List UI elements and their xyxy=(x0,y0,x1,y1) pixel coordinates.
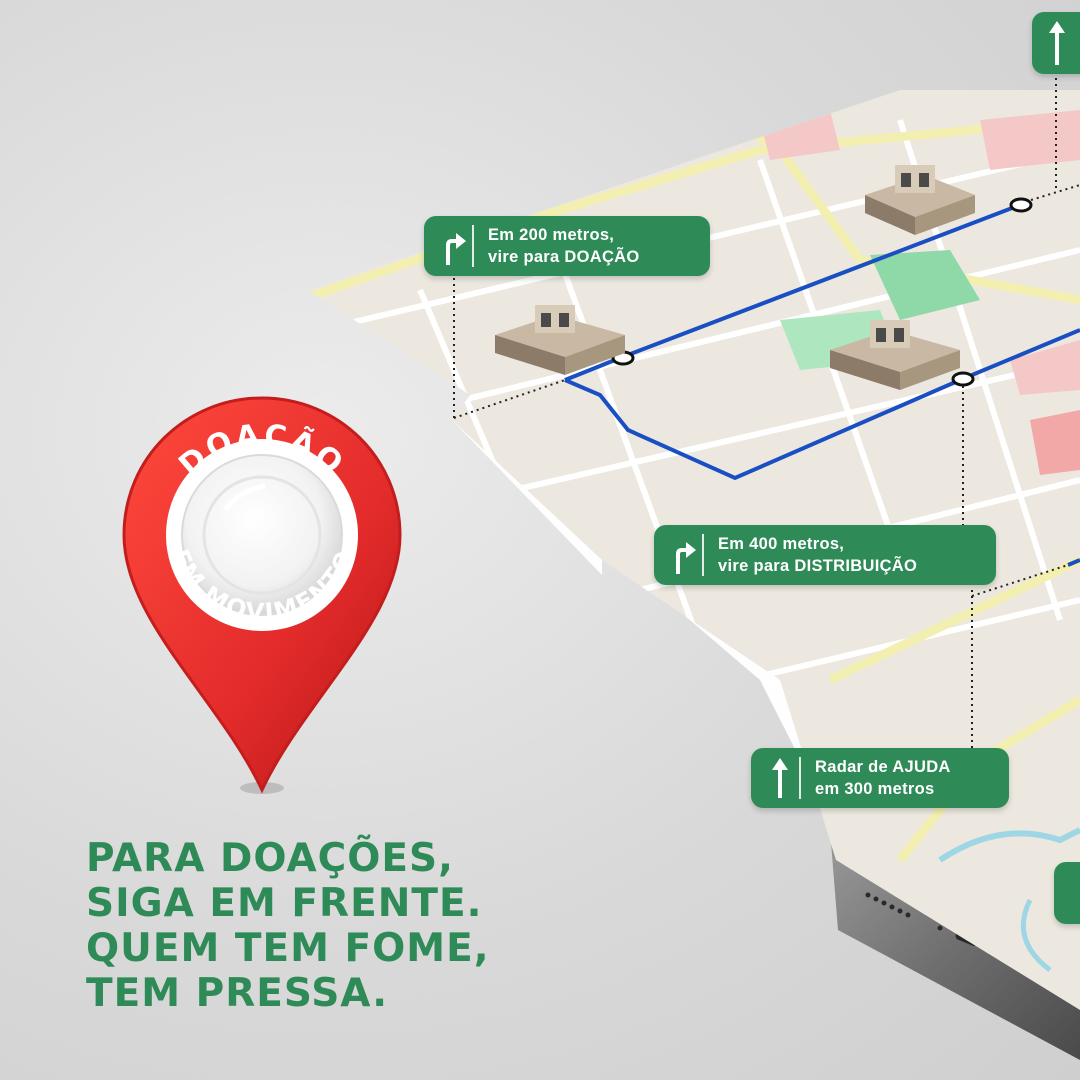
partial-callout-top xyxy=(1032,12,1080,74)
map-pin: DOAÇÃO EM MOVIMENTO xyxy=(122,396,402,794)
callout-distribuicao: Em 400 metros, vire para DISTRIBUIÇÃO xyxy=(654,525,996,585)
partial-callout-bottom xyxy=(1054,862,1080,924)
straight-arrow-icon xyxy=(1042,21,1072,65)
headline-line-3: QUEM TEM FOME, xyxy=(86,926,490,971)
headline-line-2: SIGA EM FRENTE. xyxy=(86,881,483,926)
callout-doacao-line1: Em 200 metros, xyxy=(488,226,615,244)
callout-doacao: Em 200 metros, vire para DOAÇÃO xyxy=(424,216,710,276)
turn-right-arrow-icon xyxy=(664,534,704,576)
callout-radar-line1: Radar de AJUDA xyxy=(815,758,951,776)
headline: PARA DOAÇÕES, SIGA EM FRENTE. QUEM TEM F… xyxy=(86,836,490,1016)
headline-line-1: PARA DOAÇÕES, xyxy=(86,836,454,881)
callout-distribuicao-line1: Em 400 metros, xyxy=(718,535,845,553)
callout-radar-line2: em 300 metros xyxy=(815,780,935,798)
callout-distribuicao-line2: vire para DISTRIBUIÇÃO xyxy=(718,557,918,575)
callout-radar: Radar de AJUDA em 300 metros xyxy=(751,748,1009,808)
turn-right-arrow-icon xyxy=(434,225,474,267)
building-icons xyxy=(495,165,975,390)
callout-doacao-line2: vire para DOAÇÃO xyxy=(488,248,640,266)
leader-lines xyxy=(453,78,1080,748)
headline-line-4: TEM PRESSA. xyxy=(86,971,389,1016)
straight-arrow-icon xyxy=(761,757,801,799)
